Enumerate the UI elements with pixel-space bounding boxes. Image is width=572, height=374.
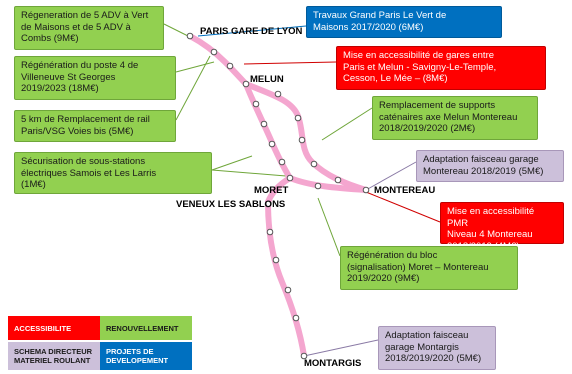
callout-pmr [365,191,441,223]
dot-14 [272,256,280,264]
dot-1 [210,48,218,56]
callout-faisceau-montereau [365,161,417,191]
project-box-faisceau-montargis: Adaptation faisceau garage Montargis 201… [378,326,496,370]
dot-moret [286,174,294,182]
callout-lines [163,23,441,357]
station-veneux-les-sablons: VENEUX LES SABLONS [176,199,286,210]
project-box-accessibilite-gares: Mise en accessibilité de gares entre Par… [336,46,546,90]
legend-accessibilite: ACCESSIBILITE [8,316,100,340]
callout-villeneuve [175,61,215,73]
line-paris-melun [187,33,249,87]
station-paris-gare-de-lyon: PARIS GARE DE LYON [200,26,303,37]
dot-5 [268,140,276,148]
legend-schema-directeur: SCHEMA DIRECTEUR MATERIEL ROULANT [8,342,100,370]
legend-renouvellement: RENOUVELLEMENT [100,316,192,340]
dot-16 [292,314,300,322]
callout-rail [175,55,211,121]
project-box-supports-catenaires: Remplacement de supports caténaires axe … [372,96,538,140]
dot-3 [252,100,260,108]
station-montereau: MONTEREAU [374,185,436,196]
dot-8 [294,114,302,122]
station-montargis: MONTARGIS [304,358,362,369]
line-montargis [265,199,307,359]
dot-montereau [362,186,370,194]
project-box-remplacement-rail: 5 km de Remplacement de rail Paris/VSG V… [14,110,176,142]
dot-10 [310,160,318,168]
dot-2 [226,62,234,70]
callout-samois-2 [211,169,287,177]
project-box-regeneration-bloc: Régénération du bloc (signalisation) Mor… [340,246,518,290]
dot-15 [284,286,292,294]
dot-13 [266,228,274,236]
callout-catenaires [321,107,373,141]
callout-gares [243,61,337,65]
project-box-travaux-grand-paris: Travaux Grand Paris Le Vert de Maisons 2… [306,6,502,38]
callout-bloc [317,197,341,257]
legend-projets-developpement: PROJETS DE DEVELOPEMENT [100,342,192,370]
dot-7 [274,90,282,98]
callout-adv [163,23,189,37]
dot-veneux [264,200,272,208]
dot-melun [242,80,250,88]
station-moret: MORET [254,185,289,196]
line-melun-moret-west [243,81,293,181]
station-dots [186,32,370,360]
dot-11 [334,176,342,184]
callout-samois-1 [211,155,253,171]
dot-9 [298,136,306,144]
project-box-sous-stations-samois: Sécurisation de sous-stations électrique… [14,152,212,194]
line-moret-montereau [287,175,369,193]
project-box-villeneuve-poste-4: Régénération du poste 4 de Villeneuve St… [14,56,176,100]
dot-6 [278,158,286,166]
project-box-accessibilite-pmr-montereau: Mise en accessibilité PMR Niveau 4 Monte… [440,202,564,252]
project-box-adv-vert-de-maisons: Régeneration de 5 ADV à Vert de Maisons … [14,6,164,50]
station-melun: MELUN [250,74,284,85]
dot-4 [260,120,268,128]
dot-12 [314,182,322,190]
callout-faisceau-montargis [303,339,379,357]
callout-travaux [197,25,307,37]
dot-paris [186,32,194,40]
dot-montargis [300,352,308,360]
project-box-faisceau-montereau: Adaptation faisceau garage Montereau 201… [416,150,564,182]
